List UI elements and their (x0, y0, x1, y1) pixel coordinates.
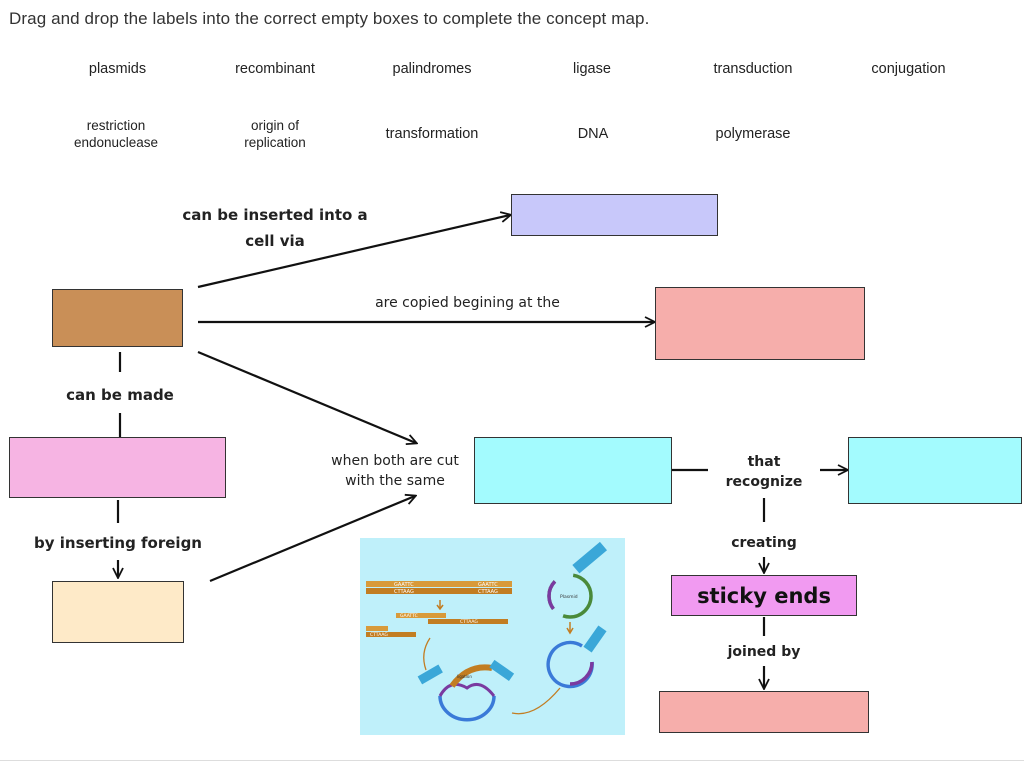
drop-box-joined-by[interactable] (659, 691, 869, 733)
label-palindromes[interactable]: palindromes (392, 61, 472, 77)
sticky-ends-box: sticky ends (671, 575, 857, 616)
drop-box-foreign[interactable] (52, 581, 184, 643)
bottom-divider (0, 760, 1024, 761)
label-polymerase[interactable]: polymerase (715, 126, 791, 142)
arrow-to-cell-via (197, 215, 510, 289)
seq-gaattc-2: GAATTC (478, 582, 498, 588)
ligation-label: ligation (457, 674, 472, 679)
label-plasmids[interactable]: plasmids (88, 61, 147, 77)
label-conjugation[interactable]: conjugation (871, 61, 946, 77)
arrow-from-foreign (209, 496, 415, 583)
label-origin-of-replication[interactable]: origin of replication (225, 117, 325, 151)
label-restriction-line2: endonuclease (73, 135, 159, 150)
text-cut-line1: when both are cut (331, 453, 459, 469)
label-origin-line2: replication (244, 135, 306, 150)
text-inserted-line1: can be inserted into a (182, 206, 368, 224)
label-ligase[interactable]: ligase (573, 61, 611, 77)
label-restriction-endonuclease[interactable]: restriction endonuclease (56, 117, 176, 151)
seq-gaattc-1: GAATTC (394, 582, 414, 588)
text-by-inserting: by inserting foreign (34, 534, 202, 552)
text-inserted-into: can be inserted into a cell via (160, 202, 390, 254)
seq-cttaag-1: CTTAAG (394, 589, 414, 595)
text-inserted-line2: cell via (245, 232, 305, 250)
label-restriction-line1: restriction (86, 118, 146, 133)
drop-box-copied-at[interactable] (655, 287, 865, 360)
label-transformation[interactable]: transformation (385, 126, 479, 142)
drop-box-cell-via[interactable] (511, 194, 718, 236)
seq-frag-bottom: CTTAAG (460, 619, 478, 625)
label-recombinant[interactable]: recombinant (235, 61, 315, 77)
label-origin-line1: origin of (250, 118, 300, 133)
seq-frag-left: CTTAAG (370, 632, 388, 638)
text-cut-line2: with the same (345, 473, 445, 489)
text-can-be-made: can be made (66, 386, 174, 404)
restriction-ligation-illustration: GAATTC CTTAAG GAATTC CTTAAG GAATTC CTTAA… (360, 538, 625, 735)
text-copied: are copied begining at the (375, 295, 560, 311)
arrow-to-cut-same (197, 350, 416, 443)
seq-frag-top: GAATTC (400, 613, 418, 619)
instruction-text: Drag and drop the labels into the correc… (9, 9, 650, 28)
label-dna[interactable]: DNA (577, 126, 609, 142)
text-recognize: recognize (725, 474, 803, 490)
text-that-recognize: that recognize (714, 452, 814, 492)
seq-cttaag-2: CTTAAG (478, 589, 498, 595)
plasmid-label: Plasmid (560, 594, 578, 600)
text-that: that (747, 454, 781, 470)
drop-box-cut-with[interactable] (474, 437, 672, 504)
text-cut-same: when both are cut with the same (310, 451, 480, 491)
drop-box-can-be-made[interactable] (9, 437, 226, 498)
drop-box-main[interactable] (52, 289, 183, 347)
label-transduction[interactable]: transduction (713, 61, 793, 77)
text-joined-by: joined by (727, 644, 801, 660)
text-creating: creating (731, 535, 797, 551)
drop-box-recognize[interactable] (848, 437, 1022, 504)
